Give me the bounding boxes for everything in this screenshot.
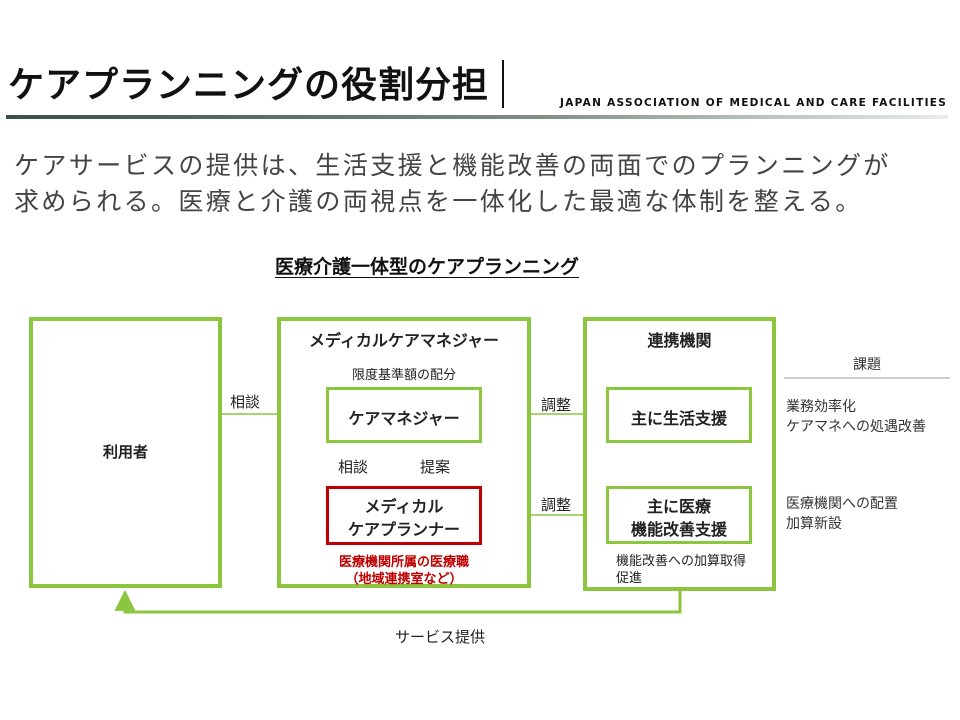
care-manager-label: ケアマネジャー — [348, 409, 460, 428]
planner-label-line-2: ケアプランナー — [347, 520, 460, 539]
issues-header: 課題 — [853, 357, 881, 373]
limit-allocation-label: 限度基準額の配分 — [351, 368, 456, 383]
medical-support-line-2: 機能改善支援 — [630, 520, 727, 539]
life-support-label: 主に生活支援 — [630, 409, 727, 428]
care-manager-box — [326, 387, 482, 443]
user-box — [29, 317, 222, 588]
lead-line-2: 求められる。医療と介護の両視点を一体化した最適な体制を整える。 — [14, 187, 863, 216]
medical-support-line-1: 主に医療 — [646, 497, 711, 516]
planner-note-line-2: （地域連携室など） — [345, 572, 463, 587]
issue-2-line-1: 医療機関への配置 — [786, 496, 898, 512]
text-cursor — [502, 60, 504, 108]
diagram-title: 医療介護一体型のケアプランニング — [275, 256, 580, 278]
issue-1-line-2: ケアマネへの処遇改善 — [786, 419, 926, 435]
adjust-bottom-label: 調整 — [541, 496, 572, 514]
header-divider — [6, 115, 948, 119]
issue-2-line-2: 加算新設 — [786, 516, 842, 532]
consult-down-label: 相談 — [338, 458, 369, 476]
medical-care-manager-group — [277, 317, 531, 588]
medical-support-box — [606, 486, 752, 544]
partner-institutions-group — [583, 317, 776, 591]
proposal-up-label: 提案 — [420, 458, 451, 476]
planner-note-line-1: 医療機関所属の医療職 — [338, 555, 469, 570]
partner-note-line-2: 促進 — [616, 571, 643, 586]
arrow-service-provision — [114, 589, 682, 614]
issue-1-line-1: 業務効率化 — [786, 399, 856, 415]
page-title: ケアプランニングの役割分担 — [8, 65, 490, 106]
life-support-box — [606, 387, 752, 443]
consult-user-label: 相談 — [230, 393, 261, 411]
service-provision-label: サービス提供 — [395, 628, 486, 646]
medical-care-manager-header: メディカルケアマネジャー — [308, 331, 500, 350]
lead-line-1: ケアサービスの提供は、生活支援と機能改善の両面でのプランニングが — [14, 151, 891, 180]
medical-care-planner-box — [326, 486, 482, 545]
partner-institutions-header: 連携機関 — [647, 331, 712, 350]
adjust-top-label: 調整 — [541, 396, 572, 414]
user-label: 利用者 — [102, 443, 148, 461]
planner-label-line-1: メディカル — [364, 497, 444, 516]
organization-name: JAPAN ASSOCIATION OF MEDICAL AND CARE FA… — [560, 97, 948, 109]
partner-note-line-1: 機能改善への加算取得 — [616, 554, 747, 569]
